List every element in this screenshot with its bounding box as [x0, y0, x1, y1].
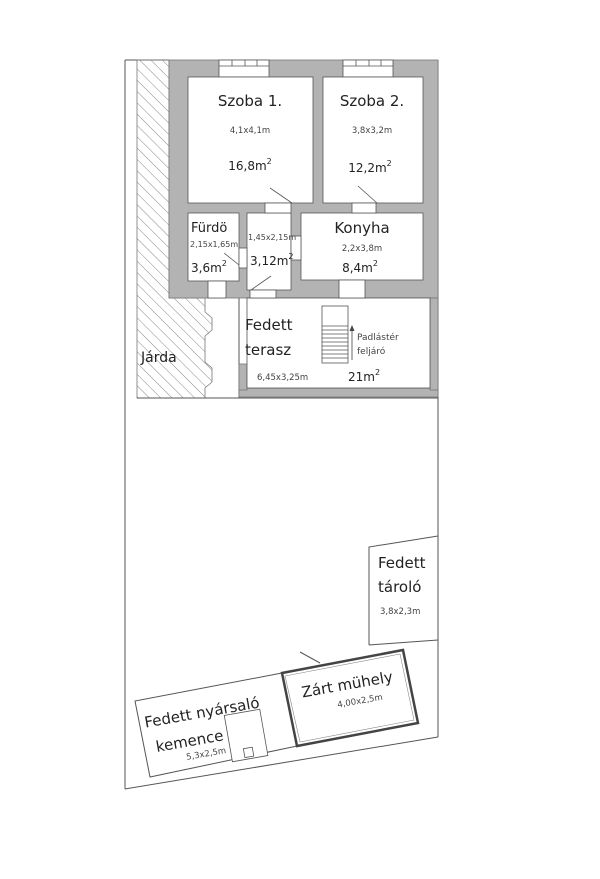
- room-area: 3,6m2: [191, 259, 227, 275]
- room-area: 3,12m2: [250, 252, 294, 268]
- room-area: 21m2: [348, 368, 380, 384]
- stairs-label: feljáró: [357, 346, 386, 357]
- room-area: 12,2m2: [348, 159, 392, 175]
- terrace-wall-right: [429, 297, 439, 391]
- room-szoba-2: [322, 76, 424, 204]
- room-konyha: [300, 212, 424, 281]
- staircase: [321, 305, 349, 364]
- room-dims: 1,45x2,15m: [248, 233, 296, 242]
- terrace-pillar: [238, 363, 248, 391]
- stairs-up-arrow-icon: [349, 325, 355, 360]
- storage-label: tároló: [378, 578, 421, 596]
- room-name: Szoba 1.: [218, 92, 282, 110]
- room-name: Konyha: [334, 219, 389, 237]
- workshop: [280, 648, 420, 748]
- storage-shed: [368, 535, 439, 646]
- room-name: Fedett: [245, 316, 293, 334]
- door: [207, 185, 378, 299]
- window: [218, 59, 394, 78]
- oven: [223, 708, 269, 763]
- room-dims: 2,15x1,65m: [190, 240, 238, 249]
- oven-area: [134, 672, 298, 778]
- storage-label: Fedett: [378, 554, 426, 572]
- room-area: 8,4m2: [342, 259, 378, 275]
- terrace-wall-bottom: [238, 387, 439, 398]
- room-szoba-1: [187, 76, 314, 204]
- room-dims: 4,1x4,1m: [230, 126, 270, 136]
- room-hallway: [246, 212, 292, 291]
- room-dims: 3,8x3,2m: [352, 126, 392, 136]
- room-name: Szoba 2.: [340, 92, 404, 110]
- sidewalk-label: Járda: [140, 350, 177, 366]
- room-name: Fürdö: [191, 221, 227, 236]
- storage-dims: 3,8x2,3m: [380, 607, 420, 617]
- room-area: 16,8m2: [228, 157, 272, 173]
- room-furdo: [187, 212, 240, 282]
- oven-chimney: [242, 746, 255, 759]
- room-dims: 2,2x3,8m: [342, 244, 382, 254]
- room-name: terasz: [245, 341, 291, 359]
- workshop-door: [299, 651, 321, 664]
- room-dims: 6,45x3,25m: [257, 373, 308, 383]
- stairs-label: Padlástér: [357, 332, 399, 343]
